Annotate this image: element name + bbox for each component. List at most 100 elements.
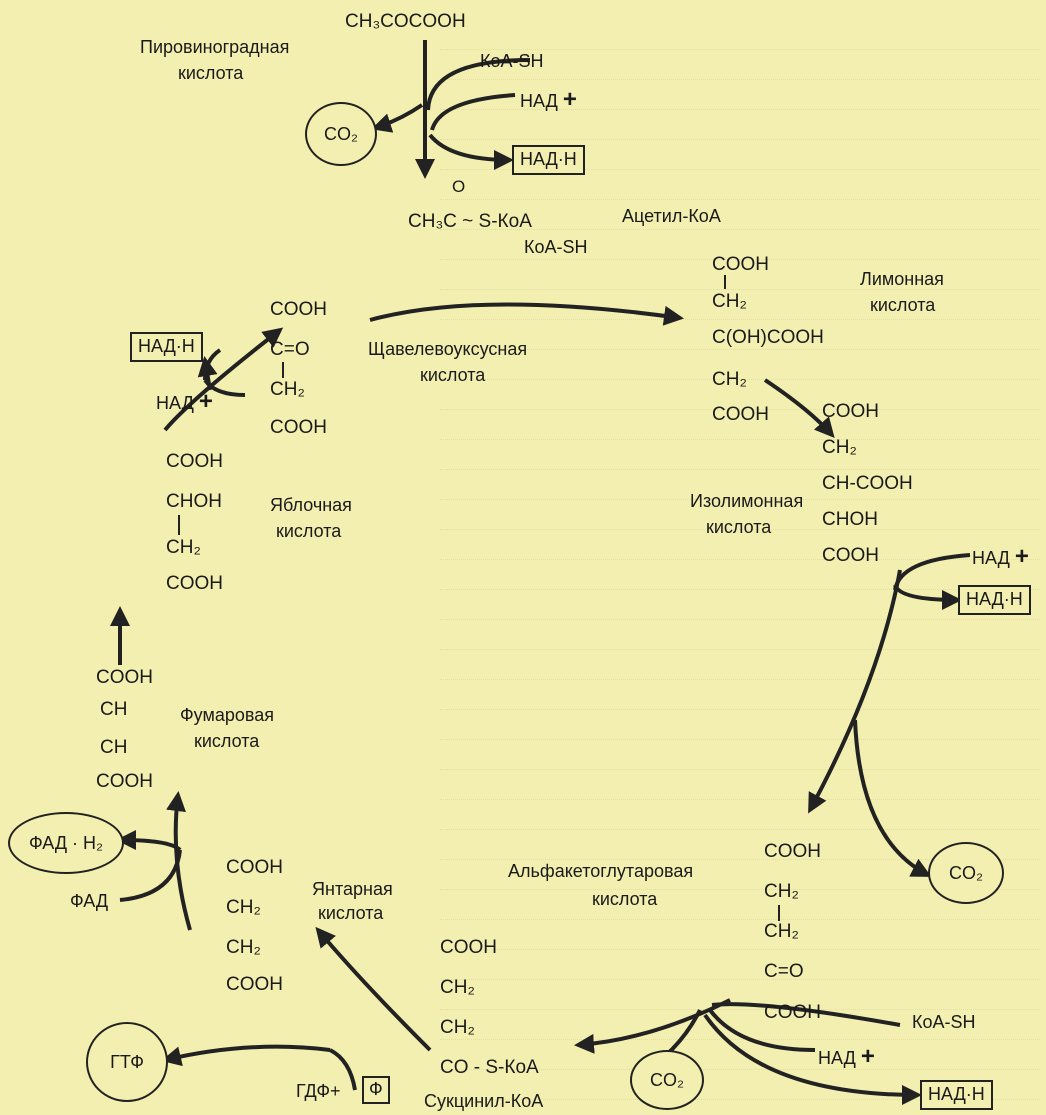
background-line: [440, 80, 1040, 110]
background-line: [440, 50, 1040, 80]
akg-name-line2: кислота: [592, 889, 658, 909]
background-line: [440, 1010, 1040, 1040]
pyruvate-formula: CH₃COCOOH: [345, 11, 466, 32]
background-show-through-text: [440, 20, 1040, 1100]
arrow-akg-koash: [711, 1002, 901, 1027]
isocitric-c3: CH-COOH: [822, 473, 913, 494]
background-line: [440, 1040, 1040, 1070]
arrow-gdp-in: [329, 1048, 357, 1091]
fad-label: ФАД: [70, 891, 109, 911]
citric-bond: [724, 275, 726, 289]
succinic-name-line1: Янтарная: [312, 879, 393, 899]
arrow-succinylcoa-to-succinate: [315, 926, 432, 1052]
background-line: [440, 170, 1040, 200]
background-line: [440, 230, 1040, 260]
fumaric-name-line2: кислота: [194, 731, 260, 751]
arrow-citrate-to-isocitrate: [763, 378, 835, 439]
nad-label-akg: НАД +: [818, 1043, 875, 1070]
background-line: [440, 350, 1040, 380]
arrow-nad-in: [430, 93, 516, 131]
background-line: [440, 710, 1040, 740]
citric-c5: COOH: [712, 404, 769, 425]
oxaloacetic-c3: CH₂: [270, 379, 305, 400]
background-line: [440, 770, 1040, 800]
succinic-c3: CH₂: [226, 937, 261, 958]
citric-c3: C(OH)COOH: [712, 327, 824, 348]
background-line: [440, 140, 1040, 170]
nadh-box-akg: НАД·Н: [920, 1080, 993, 1110]
malic-name-line2: кислота: [276, 521, 342, 541]
background-line: [440, 410, 1040, 440]
citric-name-line2: кислота: [870, 295, 936, 315]
arrow-iso-nad: [893, 553, 971, 591]
oxaloacetic-c2: C=O: [270, 339, 310, 360]
pyruvate-name-line1: Пировиноградная: [140, 37, 290, 57]
background-line: [440, 200, 1040, 230]
succinylcoa-c3: CH₂: [440, 1017, 475, 1038]
background-line: [440, 500, 1040, 530]
background-line: [440, 980, 1040, 1010]
nadh-box-1: НАД·Н: [512, 145, 585, 175]
akg-c1: COOH: [764, 841, 821, 862]
arrow-iso-nadh: [893, 584, 962, 610]
isocitric-c1: COOH: [822, 401, 879, 422]
background-line: [440, 20, 1040, 50]
succinylcoa-name: Сукцинил-КоА: [424, 1091, 544, 1111]
fumaric-c3: CH: [100, 737, 128, 758]
arrow-malate-to-oxaloacetate: [163, 327, 284, 432]
succinylcoa-c2: CH₂: [440, 977, 475, 998]
gtp-circle: ГТФ: [86, 1022, 168, 1102]
arrow-akg-nad: [708, 1008, 816, 1052]
nad-label-1: НАД +: [520, 86, 577, 113]
background-line: [440, 920, 1040, 950]
nad-label-iso: НАД +: [972, 543, 1029, 570]
malic-c1: COOH: [166, 451, 223, 472]
succinylcoa-c1: COOH: [440, 937, 497, 958]
arrow-nadh-out: [428, 133, 514, 170]
arrow-isocitrate-to-akg: [808, 569, 902, 814]
arrow-nadh-up: [197, 356, 218, 391]
acetylcoa-o: O: [452, 177, 466, 196]
background-line: [440, 110, 1040, 140]
background-line: [440, 650, 1040, 680]
citric-name-line1: Лимонная: [860, 269, 944, 289]
fumaric-name-line1: Фумаровая: [180, 705, 275, 725]
nadh-box-malic: НАД·Н: [130, 332, 203, 362]
succinic-name-line2: кислота: [318, 903, 384, 923]
arrow-akg-to-succinylcoa: [574, 998, 731, 1054]
malic-bond: [178, 515, 180, 535]
succinic-c4: COOH: [226, 974, 283, 995]
isocitric-c5: COOH: [822, 545, 879, 566]
background-line: [440, 680, 1040, 710]
arrow-akg-nadh: [703, 1013, 922, 1105]
fumaric-c4: COOH: [96, 771, 153, 792]
background-line: [440, 830, 1040, 860]
background-line: [440, 440, 1040, 470]
background-line: [440, 860, 1040, 890]
akg-c2: CH₂: [764, 881, 799, 902]
oxaloacetic-name-line1: Щавелевоуксусная: [368, 339, 528, 359]
malic-c2: CHOH: [166, 491, 222, 512]
succinylcoa-c4: CO - S-КоА: [440, 1057, 539, 1078]
arrow-to-citrate: [369, 302, 684, 326]
background-line: [440, 290, 1040, 320]
fumaric-c1: COOH: [96, 667, 153, 688]
arrow-koash-in: [426, 58, 531, 111]
arrow-akg-co2: [853, 719, 932, 877]
succinic-c1: COOH: [226, 857, 283, 878]
akg-c4: C=O: [764, 961, 804, 982]
isocitric-name-line1: Изолимонная: [690, 491, 804, 511]
pyruvate-name-line2: кислота: [178, 63, 244, 83]
akg-c5: COOH: [764, 1002, 821, 1023]
co2-circle-1: CO₂: [305, 102, 377, 166]
akg-name-line1: Альфакетоглутаровая: [508, 861, 694, 881]
background-line: [440, 560, 1040, 590]
background-line: [440, 620, 1040, 650]
background-line: [440, 800, 1040, 830]
arrow-co2-out: [371, 103, 424, 133]
background-line: [440, 530, 1040, 560]
background-line: [440, 380, 1040, 410]
akg-bond: [778, 905, 780, 921]
arrow-gtp-out: [161, 1044, 331, 1067]
